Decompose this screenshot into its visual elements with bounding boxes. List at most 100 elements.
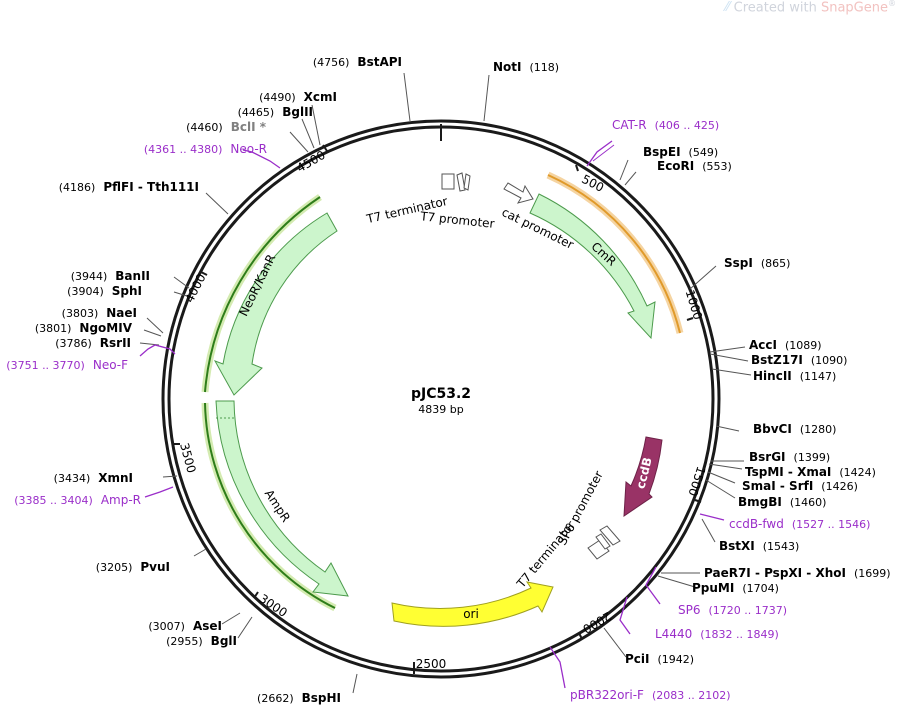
primer-label[interactable]: ccdB-fwd(1527 .. 1546) (729, 517, 870, 531)
cat-promoter-arrow (503, 182, 534, 204)
restriction-site-label[interactable]: (3007) AseI (148, 619, 222, 633)
leader-line (352, 673, 358, 694)
site-position: (4465) (238, 106, 275, 119)
site-name: NgoMIV (79, 321, 132, 335)
leader-line (705, 479, 736, 499)
restriction-site-label[interactable]: PaeR7I - PspXI - XhoI(1699) (704, 566, 891, 580)
site-name: AseI (193, 619, 222, 633)
site-position: (1426) (821, 480, 858, 493)
restriction-site-label[interactable]: BstXI(1543) (719, 539, 799, 553)
site-position: (3904) (67, 285, 104, 298)
site-position: (3007) (148, 620, 185, 633)
restriction-site-label[interactable]: (4186)PflFI - Tth111I (59, 180, 199, 194)
site-position: (1543) (763, 540, 800, 553)
restriction-site-label[interactable]: (2955)BglI (166, 634, 237, 648)
amp-feature-arrow[interactable] (215, 400, 349, 597)
site-position: (1704) (742, 582, 779, 595)
restriction-site-label[interactable]: SmaI - SrfI(1426) (742, 479, 858, 493)
restriction-site-label[interactable]: BbvCI(1280) (753, 422, 836, 436)
restriction-site-label[interactable]: (4460)BclI * (186, 120, 267, 134)
ccdb-feature-arrow[interactable] (623, 436, 663, 517)
site-name: EcoRI (657, 159, 694, 173)
primer-label[interactable]: CAT-R(406 .. 425) (612, 118, 719, 132)
restriction-site-label[interactable]: BmgBI (1460) (738, 495, 826, 509)
primer-label[interactable]: pBR322ori-F(2083 .. 2102) (570, 688, 731, 702)
restriction-site-label[interactable]: (3801)NgoMIV (35, 321, 133, 335)
restriction-site-label[interactable]: HincII(1147) (753, 369, 836, 383)
restriction-site-label[interactable]: (3786)RsrII (55, 336, 131, 350)
tick-mark (578, 632, 583, 640)
primer-name: ccdB-fwd (729, 517, 784, 531)
amp-glow-line (204, 402, 336, 609)
tick-mark (253, 591, 259, 599)
primer-label[interactable]: L4440(1832 .. 1849) (655, 627, 779, 641)
primer-name: CAT-R (612, 118, 647, 132)
neo-feature-arrow[interactable] (213, 212, 338, 396)
restriction-site-label[interactable]: TspMI - XmaI(1424) (745, 465, 876, 479)
primer-range: (2083 .. 2102) (652, 689, 731, 702)
tick-label: 3000 (257, 591, 290, 620)
restriction-site-label[interactable]: (3205)PvuI (96, 560, 170, 574)
primer-label[interactable]: (4361 .. 4380)Neo-R (144, 142, 267, 156)
site-position: (4186) (59, 181, 96, 194)
leader-line (311, 104, 321, 146)
watermark-mark: ® (888, 0, 896, 8)
site-position: (1942) (658, 653, 695, 666)
cmr-glow-line (547, 174, 681, 334)
restriction-site-label[interactable]: (3944)BanII (71, 269, 150, 283)
leader-line (708, 463, 743, 470)
primer-label[interactable]: SP6(1720 .. 1737) (678, 603, 787, 617)
watermark-prefix: Created with (733, 0, 821, 16)
restriction-site-label[interactable]: (4756)BstAPI (313, 55, 402, 69)
sp6-t7-symbol (587, 525, 621, 560)
primer-leader (549, 646, 566, 689)
restriction-site-label[interactable]: (4490)XcmI (259, 90, 337, 104)
ori-feature-arrow[interactable] (391, 581, 554, 627)
primer-leader (139, 344, 176, 357)
leader-line (289, 131, 309, 153)
tick-mark (686, 317, 694, 321)
primer-range: (1720 .. 1737) (709, 604, 788, 617)
leader-line (624, 171, 637, 186)
tick-label: 2000 (580, 609, 613, 636)
leader-line (301, 118, 315, 149)
feature-label-t7-promoter: T7 promoter (419, 209, 496, 231)
restriction-site-label[interactable]: NotI(118) (493, 60, 559, 74)
primer-label[interactable]: (3385 .. 3404)Amp-R (14, 493, 141, 507)
restriction-site-label[interactable]: SspI(865) (724, 256, 790, 270)
tick-label: 1500 (685, 465, 708, 498)
restriction-site-label[interactable]: (2662)BspHI (257, 691, 341, 705)
leader-line (173, 291, 188, 297)
restriction-site-label[interactable]: BsrGI(1399) (749, 450, 830, 464)
restriction-site-label[interactable]: BstZ17I(1090) (751, 353, 847, 367)
feature-label-t7-terminator-2: T7 terminator (513, 518, 577, 591)
leader-line (592, 144, 615, 162)
site-name: SspI (724, 256, 753, 270)
leader-line (711, 368, 752, 376)
site-name: HincII (753, 369, 792, 383)
site-position: (3786) (55, 337, 92, 350)
site-name: BclI * (231, 120, 267, 134)
site-name: AccI (749, 338, 777, 352)
restriction-site-label[interactable]: (4465)BglII (238, 105, 313, 119)
restriction-site-label[interactable]: EcoRI (553) (657, 159, 732, 173)
feature-label-ori: ori (463, 607, 479, 621)
restriction-site-label[interactable]: (3904)SphI (67, 284, 142, 298)
site-position: (553) (702, 160, 732, 173)
snapgene-logo-icon: ⁄⁄ (725, 0, 730, 16)
site-position: (2955) (166, 635, 203, 648)
site-name: BstZ17I (751, 353, 803, 367)
site-name: BmgBI (738, 495, 782, 509)
restriction-site-label[interactable]: PciI (1942) (625, 652, 694, 666)
cmr-feature-arrow[interactable] (529, 193, 656, 340)
site-position: (1460) (790, 496, 827, 509)
site-name: PciI (625, 652, 650, 666)
restriction-site-label[interactable]: (3803)NaeI (62, 306, 137, 320)
restriction-site-label[interactable]: AccI(1089) (749, 338, 822, 352)
primer-label[interactable]: (3751 .. 3770)Neo-F (6, 358, 128, 372)
restriction-site-label[interactable]: BspEI(549) (643, 145, 718, 159)
plasmid-name: pJC53.2 (411, 386, 471, 402)
restriction-site-label[interactable]: (3434)XmnI (54, 471, 133, 485)
site-name: BspHI (302, 691, 341, 705)
restriction-site-label[interactable]: PpuMI(1704) (692, 581, 779, 595)
